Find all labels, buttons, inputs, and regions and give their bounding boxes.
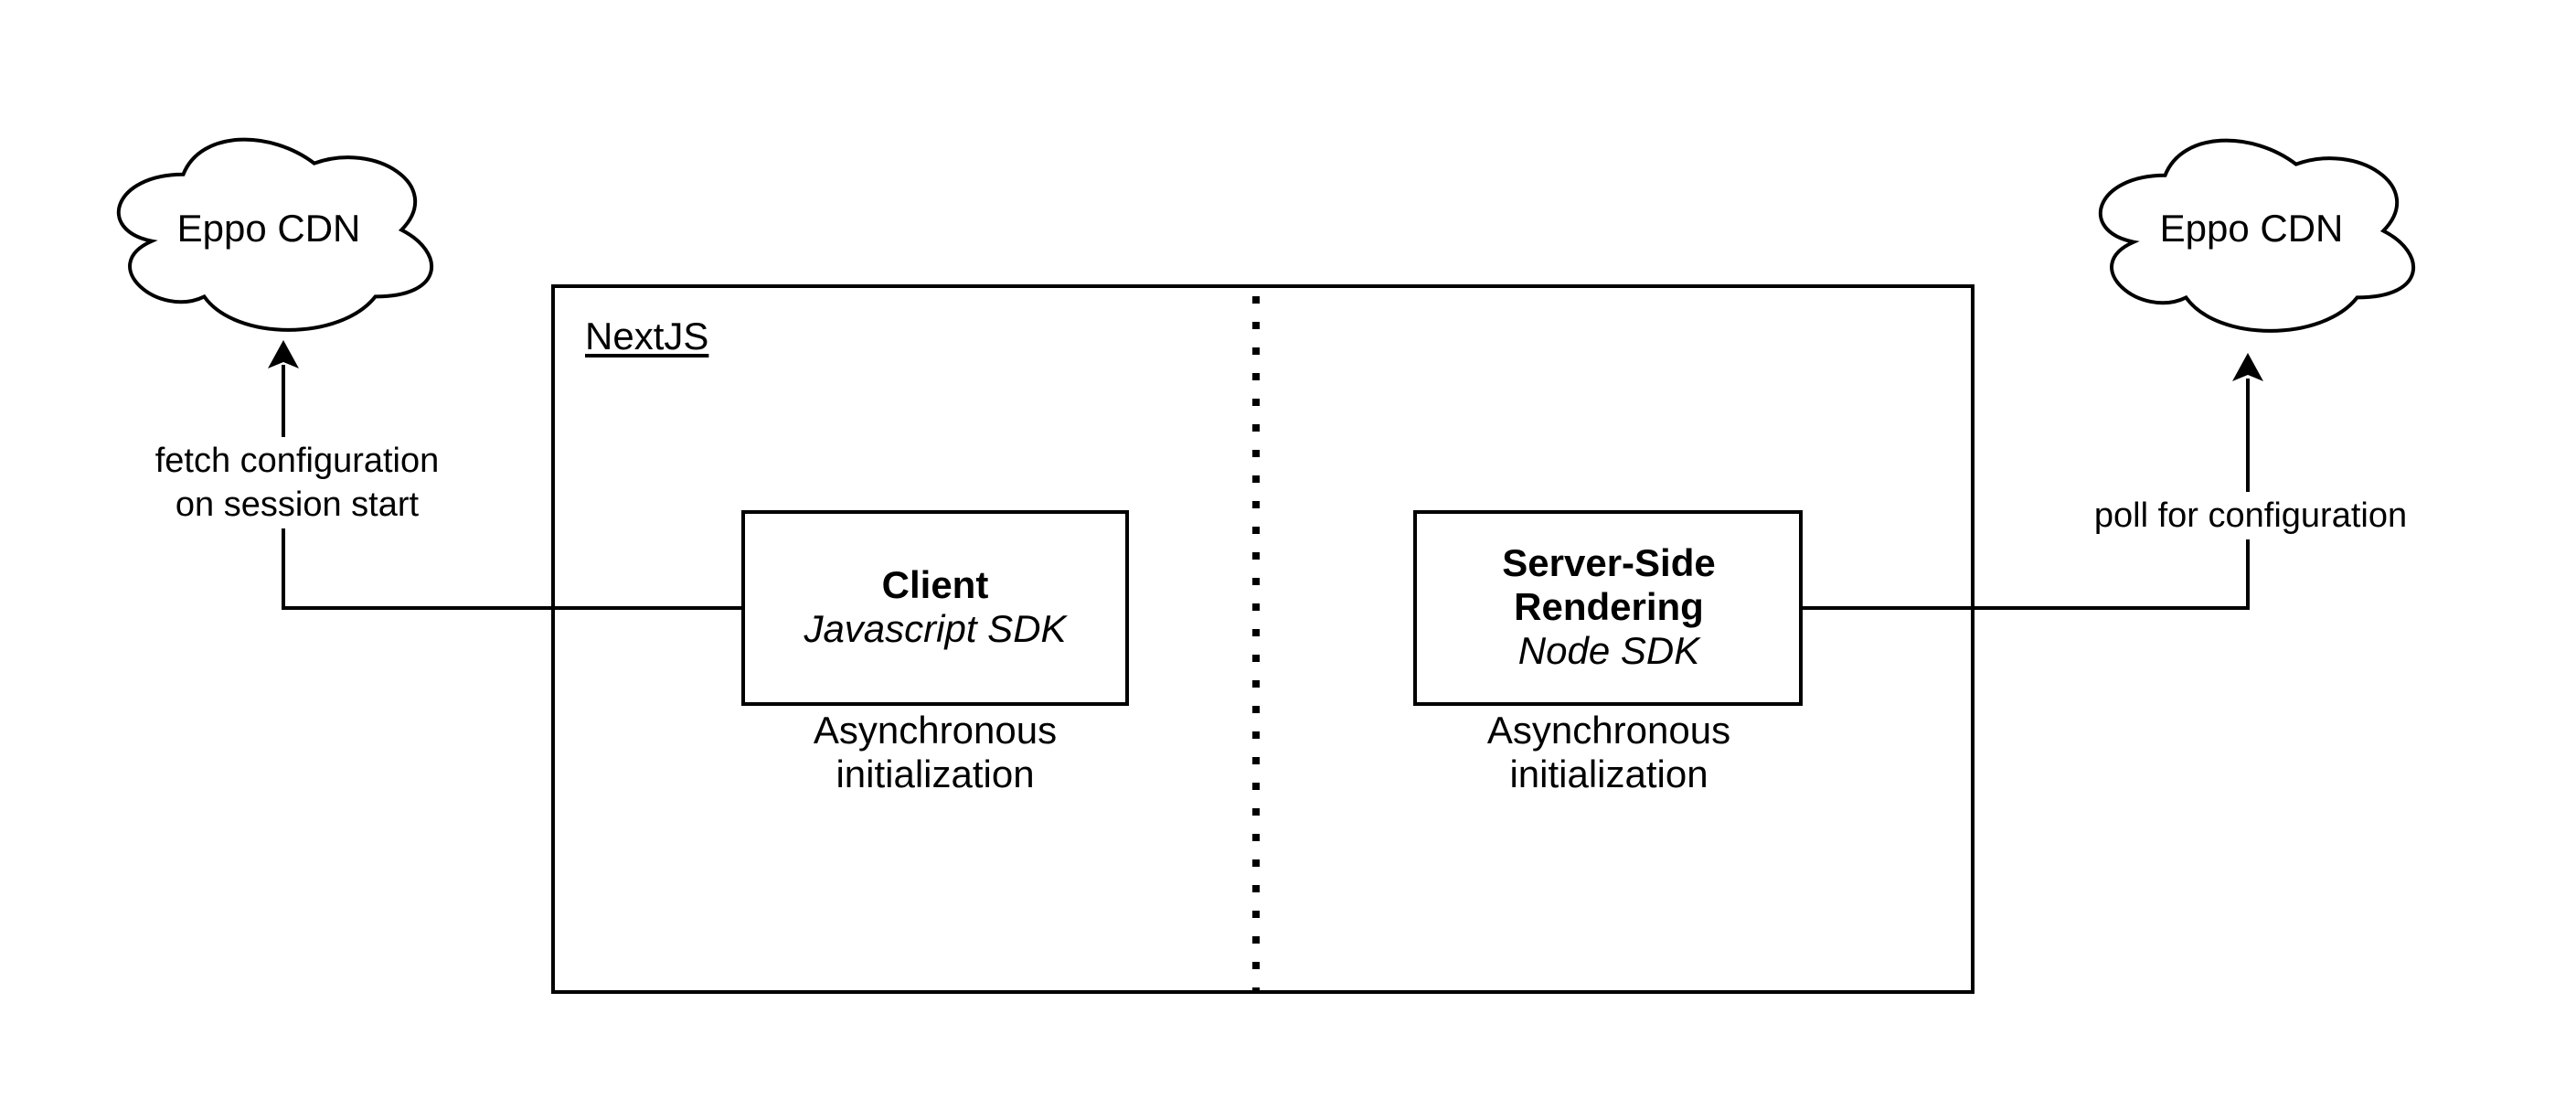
ssr-node-title-line1: Server-Side: [1502, 541, 1716, 584]
nextjs-container-label: NextJS: [585, 315, 708, 358]
ssr-async-caption: Asynchronous initialization: [1487, 709, 1730, 796]
poll-edge-arrowhead: [2232, 353, 2263, 381]
ssr-node-label: Server-Side Rendering Node SDK: [1502, 541, 1715, 673]
client-async-caption-line1: Asynchronous: [813, 709, 1058, 752]
ssr-box-shape: [1413, 510, 1803, 706]
client-box-shape: [741, 510, 1129, 706]
cloud-right-shape: [2098, 138, 2416, 333]
poll-edge-label: poll for configuration: [2084, 492, 2417, 539]
fetch-edge-label-line2: on session start: [175, 485, 420, 524]
client-node-title: Client: [881, 563, 989, 606]
ssr-node-title-line2: Rendering: [1514, 585, 1704, 628]
client-node-subtitle: Javascript SDK: [804, 607, 1067, 650]
ssr-async-caption-line2: initialization: [1509, 752, 1708, 795]
nextjs-container-box: [551, 284, 1975, 994]
poll-edge-line: [1801, 379, 2250, 610]
cloud-left-shape: [116, 137, 434, 332]
cloud-left-label: Eppo CDN: [176, 207, 361, 250]
ssr-async-caption-line1: Asynchronous: [1486, 709, 1731, 752]
fetch-edge-label-line1: fetch configuration: [154, 442, 440, 480]
nextjs-container-label-text: NextJS: [585, 315, 709, 357]
client-async-caption-line2: initialization: [836, 752, 1035, 795]
fetch-edge-arrowhead: [268, 340, 299, 368]
fetch-edge-label: fetch configuration on session start: [145, 437, 449, 528]
client-async-caption: Asynchronous initialization: [814, 709, 1057, 796]
cloud-right-label: Eppo CDN: [2159, 207, 2344, 250]
ssr-node-subtitle: Node SDK: [1517, 629, 1700, 672]
client-node-label: Client Javascript SDK: [804, 563, 1066, 651]
